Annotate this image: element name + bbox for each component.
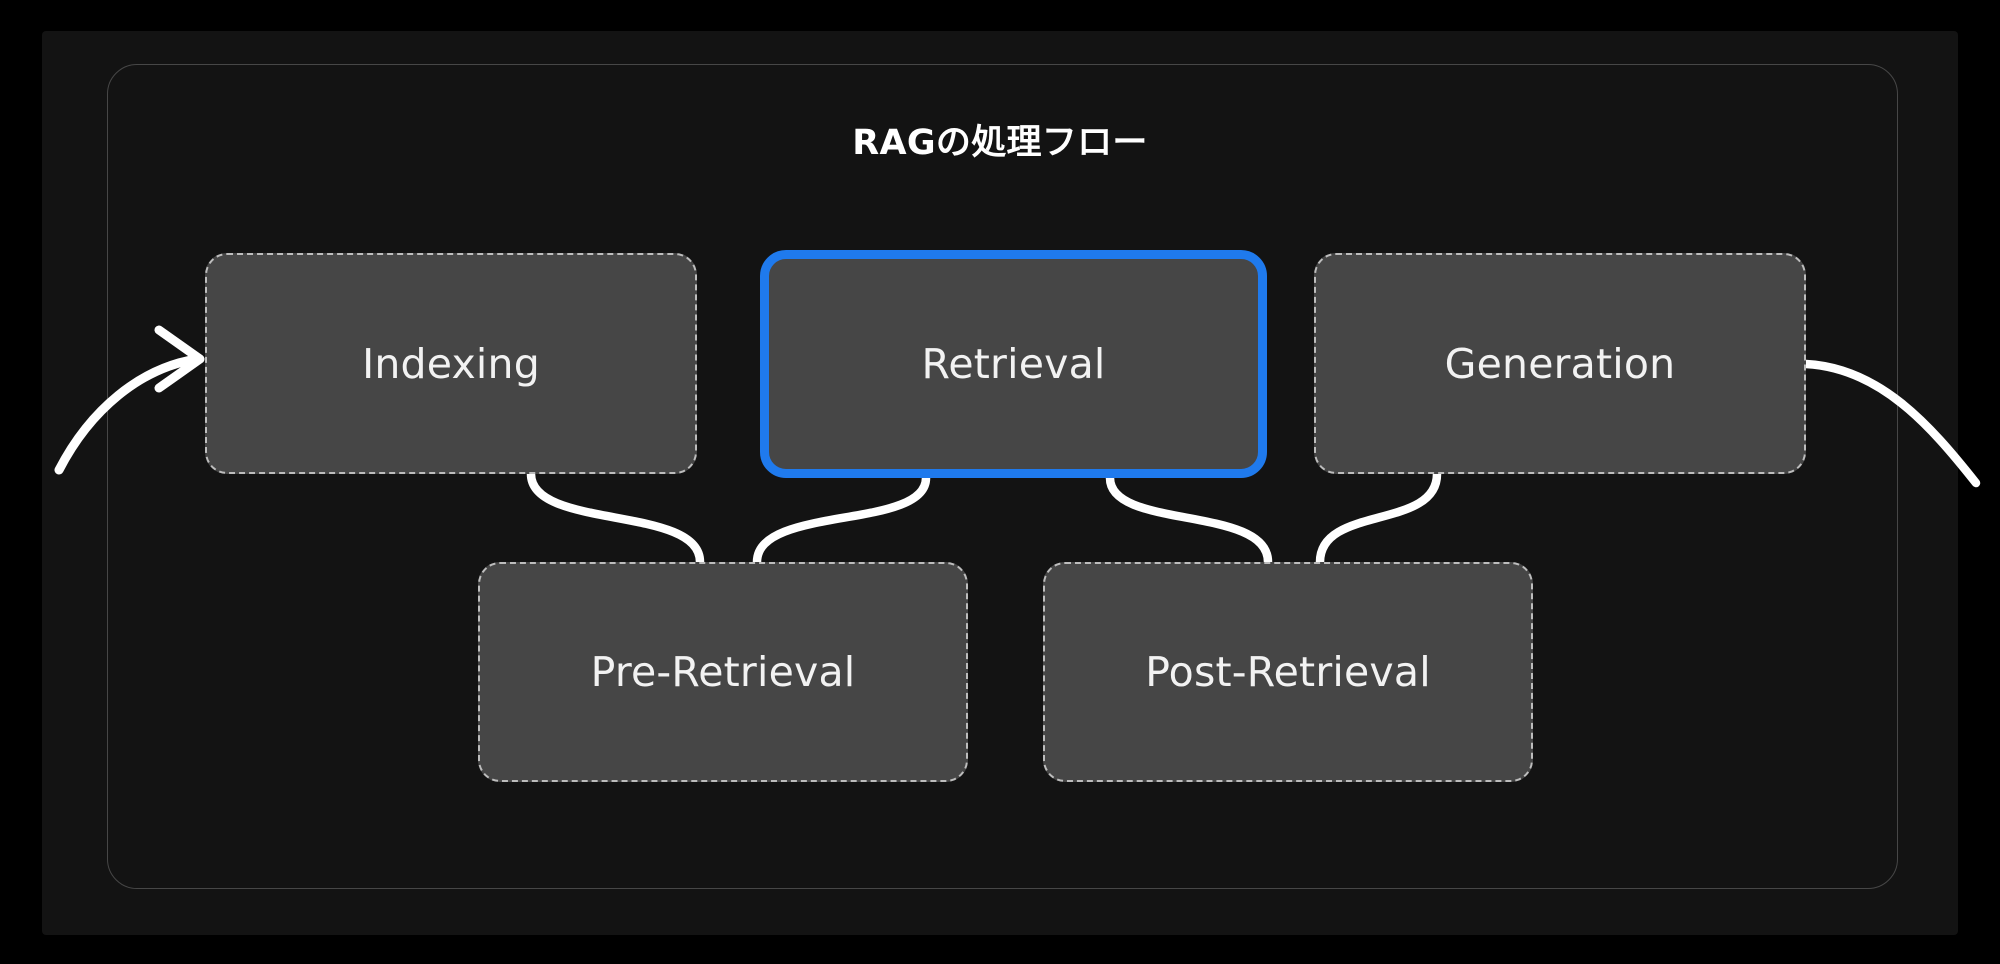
node-retrieval[interactable]: Retrieval xyxy=(760,250,1267,478)
node-pre-retrieval-label: Pre-Retrieval xyxy=(590,648,856,696)
node-pre-retrieval[interactable]: Pre-Retrieval xyxy=(478,562,968,782)
node-post-retrieval-label: Post-Retrieval xyxy=(1145,648,1431,696)
node-indexing-label: Indexing xyxy=(362,339,540,388)
node-generation-label: Generation xyxy=(1444,339,1676,388)
diagram-title: RAGの処理フロー xyxy=(852,123,1148,163)
node-generation[interactable]: Generation xyxy=(1314,253,1806,474)
node-retrieval-label: Retrieval xyxy=(921,340,1106,388)
node-post-retrieval[interactable]: Post-Retrieval xyxy=(1043,562,1533,782)
diagram-panel xyxy=(42,31,1958,935)
node-indexing[interactable]: Indexing xyxy=(205,253,697,474)
